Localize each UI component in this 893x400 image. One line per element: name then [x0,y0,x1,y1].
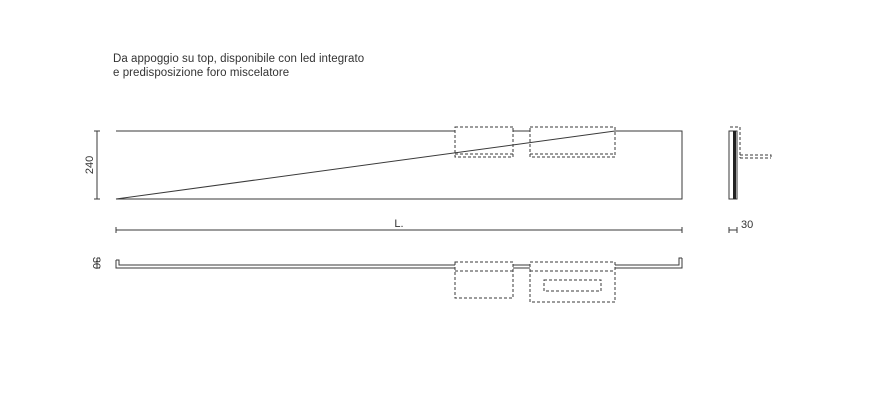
top-view: 30 [90,257,683,303]
dimension-thickness-label: 30 [90,257,102,269]
front-shelf-outline [115,130,683,200]
product-description: Da appoggio su top, disponibile con led … [113,52,364,80]
dimension-length [115,227,683,233]
top-profile-outline [115,257,683,269]
dimension-height-label: 240 [84,156,96,174]
description-line-1: Da appoggio su top, disponibile con led … [113,53,365,65]
description-line-2: e predisposizione foro miscelatore [113,67,290,79]
side-view: 30 [728,126,772,233]
dimension-depth-label: 30 [741,219,753,231]
front-dashed-box-right [529,126,616,158]
top-dashed-box-left [454,261,514,299]
dimension-height [94,130,100,200]
side-dashed-fixture [730,126,772,159]
dimension-depth [728,227,738,233]
top-connector [513,264,530,269]
side-led-strip [733,131,736,199]
top-dashed-drain-slot [543,279,602,292]
top-dashed-box-right [529,261,616,303]
dimension-thickness [96,257,100,269]
dimension-length-label: L. [394,218,403,230]
front-dashed-box-left [454,126,514,158]
front-view: 240 L. [84,126,683,233]
